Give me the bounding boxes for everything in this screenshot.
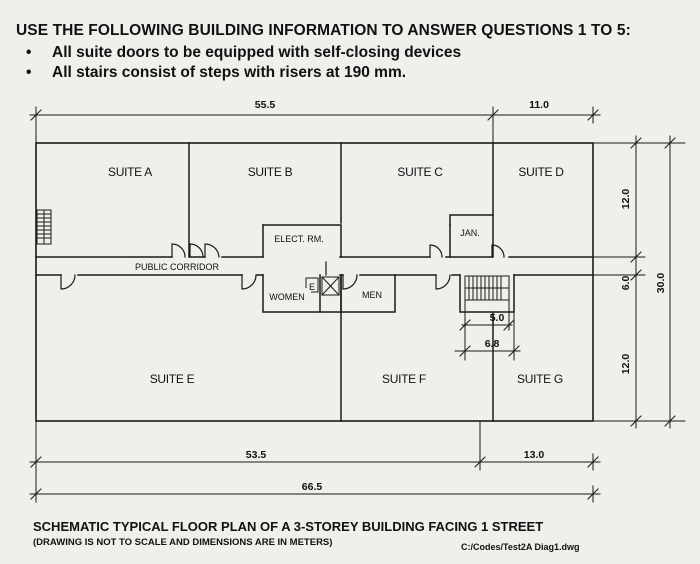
suite-d-label: SUITE D <box>518 165 564 179</box>
bullet-text-doors: All suite doors to be equipped with self… <box>52 44 462 61</box>
dim-right-bottom: 12.0 <box>620 354 632 375</box>
bullet-icon: • <box>26 44 32 61</box>
door-swings <box>60 243 505 290</box>
men-label: MEN <box>362 290 382 300</box>
public-corridor-label: PUBLIC CORRIDOR <box>135 262 220 272</box>
corridor-walls <box>35 256 594 276</box>
caption-title: SCHEMATIC TYPICAL FLOOR PLAN OF A 3-STOR… <box>33 519 544 534</box>
bullet-item-stairs: • All stairs consist of steps with risers… <box>26 63 688 83</box>
dim-top-left: 55.5 <box>255 99 276 111</box>
dim-right-top: 12.0 <box>620 189 632 210</box>
dim-right-mid: 6.0 <box>620 276 632 291</box>
suite-a-label: SUITE A <box>108 165 152 179</box>
diagram-caption: SCHEMATIC TYPICAL FLOOR PLAN OF A 3-STOR… <box>33 519 653 552</box>
dim-bottom-left: 53.5 <box>246 449 267 461</box>
dim-stair-length: 6.8 <box>485 338 500 350</box>
partition-walls <box>188 142 515 422</box>
dim-overall: 66.5 <box>302 481 323 493</box>
instructions-list: • All suite doors to be equipped with sel… <box>16 43 688 83</box>
elevator-glyph: E <box>309 282 315 292</box>
caption-note: (DRAWING IS NOT TO SCALE AND DIMENSIONS … <box>33 537 333 548</box>
instructions-block: USE THE FOLLOWING BUILDING INFORMATION T… <box>16 22 688 83</box>
stair-left <box>36 209 52 245</box>
dim-top-right: 11.0 <box>529 99 549 111</box>
instructions-title: USE THE FOLLOWING BUILDING INFORMATION T… <box>16 22 631 39</box>
jan-label: JAN. <box>460 228 480 238</box>
dim-stair-width: 5.0 <box>490 312 505 324</box>
suite-f-label: SUITE F <box>382 372 426 386</box>
suite-c-label: SUITE C <box>397 165 443 179</box>
bullet-item-doors: • All suite doors to be equipped with sel… <box>26 43 688 63</box>
suite-b-label: SUITE B <box>248 165 293 179</box>
dimension-lines <box>29 106 686 503</box>
dim-right-total: 30.0 <box>655 273 667 294</box>
bullet-text-stairs: All stairs consist of steps with risers … <box>52 64 407 81</box>
women-label: WOMEN <box>269 292 305 302</box>
suite-e-label: SUITE E <box>150 372 195 386</box>
bullet-icon: • <box>26 64 32 81</box>
stair-right <box>464 275 510 301</box>
suite-g-label: SUITE G <box>517 372 563 386</box>
dim-bottom-right: 13.0 <box>524 449 545 461</box>
building-outline <box>35 142 594 422</box>
caption-file-path: C:/Codes/Test2A Diag1.dwg <box>461 542 580 552</box>
elect-rm-label: ELECT. RM. <box>274 234 324 244</box>
